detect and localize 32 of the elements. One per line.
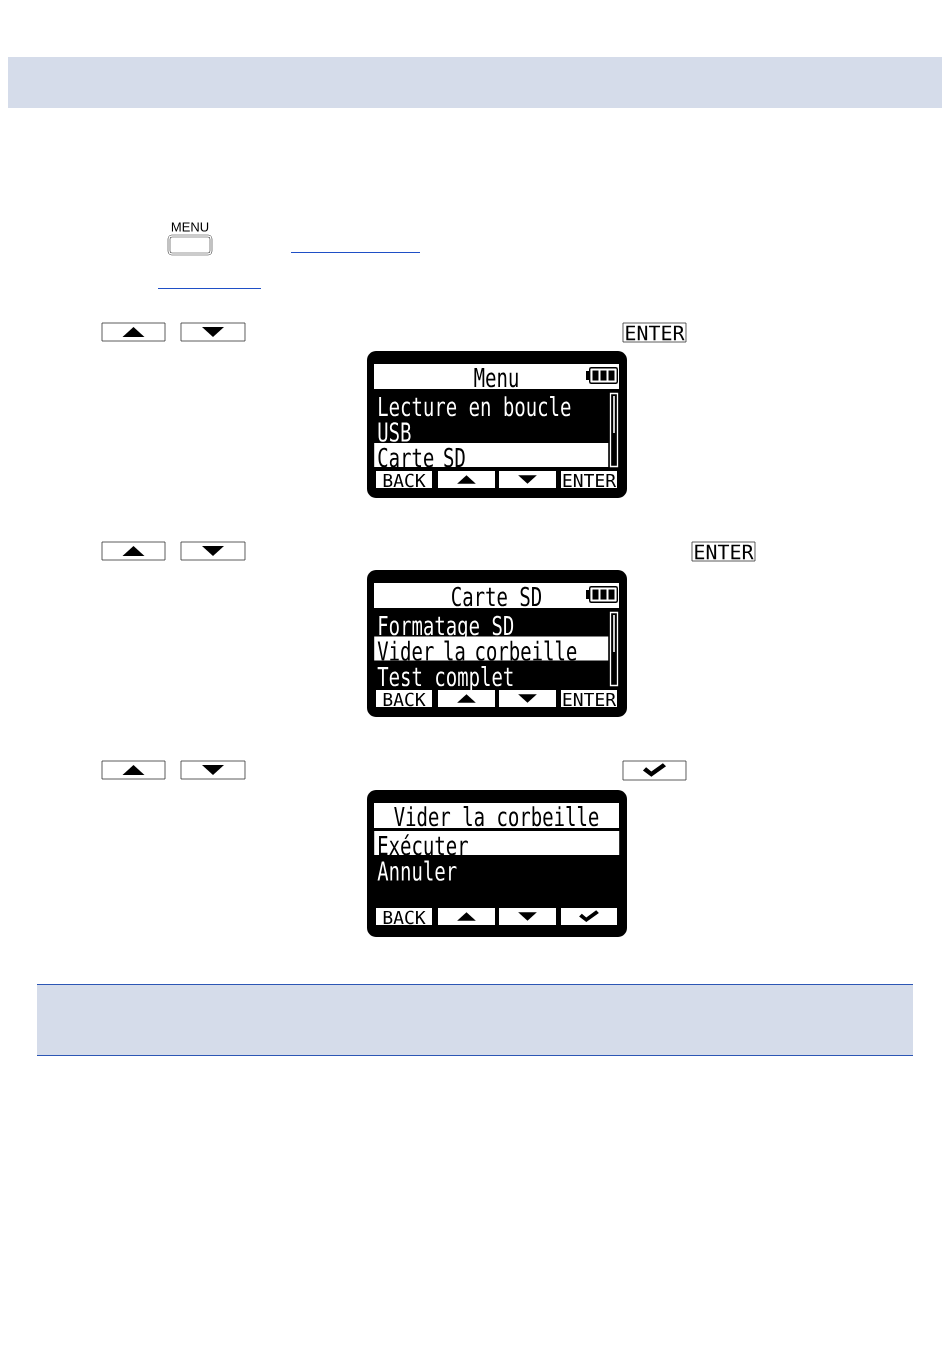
key-button — [180, 322, 246, 342]
menu-item: Lecture en boucle — [379, 396, 571, 417]
soft-key — [499, 471, 556, 488]
key-button — [101, 541, 166, 561]
key-button: ENTER — [691, 541, 756, 562]
soft-key — [561, 908, 617, 925]
soft-key — [499, 908, 556, 925]
highlighted-menu-item: Exécuter — [374, 831, 620, 856]
soft-key — [438, 471, 495, 488]
soft-key — [438, 690, 495, 707]
key-button — [180, 760, 246, 780]
soft-key — [438, 908, 495, 925]
soft-key — [499, 690, 556, 707]
screen-title: Vider la corbeille — [374, 803, 619, 828]
key-button — [101, 322, 166, 342]
soft-key: BACK — [376, 690, 432, 707]
key-button — [180, 541, 246, 561]
screen-title: Carte SD — [374, 583, 619, 608]
menu-item: Annuler — [377, 860, 457, 881]
key-button — [622, 760, 687, 781]
highlighted-menu-item: Carte SD — [374, 443, 609, 468]
soft-key: ENTER — [561, 690, 617, 707]
menu-item: Test complet — [377, 666, 513, 692]
button-label: MENU — [171, 222, 209, 232]
key-button: ENTER — [622, 322, 687, 343]
soft-key: BACK — [376, 471, 432, 488]
soft-key: BACK — [376, 908, 432, 925]
menu-item: USB — [378, 422, 411, 442]
screen-title: Menu — [374, 364, 619, 389]
highlighted-menu-item: Vider la corbeille — [374, 636, 609, 661]
soft-key: ENTER — [561, 471, 617, 488]
key-button — [101, 760, 166, 780]
